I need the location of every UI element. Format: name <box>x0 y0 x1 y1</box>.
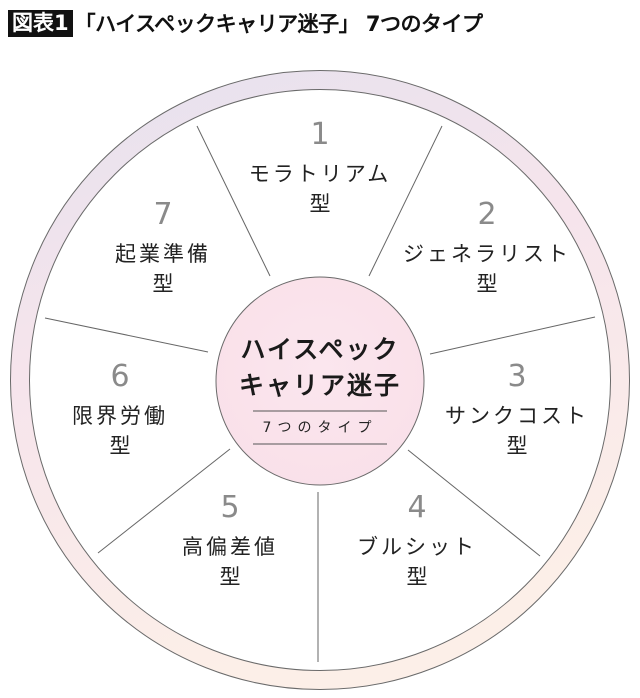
segment-5: 5 高偏差値 型 <box>182 491 278 591</box>
segment-suffix: 型 <box>309 192 331 216</box>
center-title-line1: ハイスペック <box>240 335 400 364</box>
segment-2: 2 ジェネラリスト 型 <box>403 198 571 298</box>
center-subtitle: 7つのタイプ <box>262 420 378 436</box>
segment-suffix: 型 <box>219 565 241 589</box>
segment-suffix: 型 <box>476 272 498 296</box>
segment-suffix: 型 <box>406 565 428 589</box>
center-title-line2: キャリア迷子 <box>238 371 402 400</box>
segment-7: 7 起業準備 型 <box>115 198 211 298</box>
figure-header: 図表1 「ハイスペックキャリア迷子」 7つのタイプ <box>8 8 483 38</box>
segment-suffix: 型 <box>152 272 174 296</box>
segment-4: 4 ブルシット 型 <box>357 491 477 591</box>
segment-label: ブルシット <box>357 535 477 559</box>
segment-6: 6 限界労働 型 <box>72 360 168 460</box>
figure-title: 「ハイスペックキャリア迷子」 7つのタイプ <box>74 12 483 36</box>
segment-label: 高偏差値 <box>182 535 278 559</box>
segment-suffix: 型 <box>506 434 528 458</box>
divider-lines <box>44 125 596 662</box>
figure-label: 図表1 <box>8 9 73 37</box>
segment-suffix: 型 <box>109 434 131 458</box>
segment-label: ジェネラリスト <box>403 242 571 266</box>
segment-label: モラトリアム <box>248 162 392 186</box>
segment-label: 限界労働 <box>72 404 168 428</box>
center-circle <box>215 276 425 486</box>
outer-ring-edge <box>10 70 630 690</box>
segment-1: 1 モラトリアム 型 <box>249 118 392 218</box>
segment-number: 6 <box>110 359 130 394</box>
segment-3: 3 サンクコスト 型 <box>445 360 589 460</box>
segment-number: 1 <box>310 117 330 152</box>
segment-number: 3 <box>507 359 527 394</box>
segment-label: サンクコスト <box>445 404 589 428</box>
segment-number: 5 <box>220 490 240 525</box>
segment-label: 起業準備 <box>115 242 211 266</box>
segment-number: 7 <box>153 197 173 232</box>
segment-number: 2 <box>477 197 497 232</box>
outer-ring <box>10 70 630 690</box>
segment-number: 4 <box>407 490 427 525</box>
